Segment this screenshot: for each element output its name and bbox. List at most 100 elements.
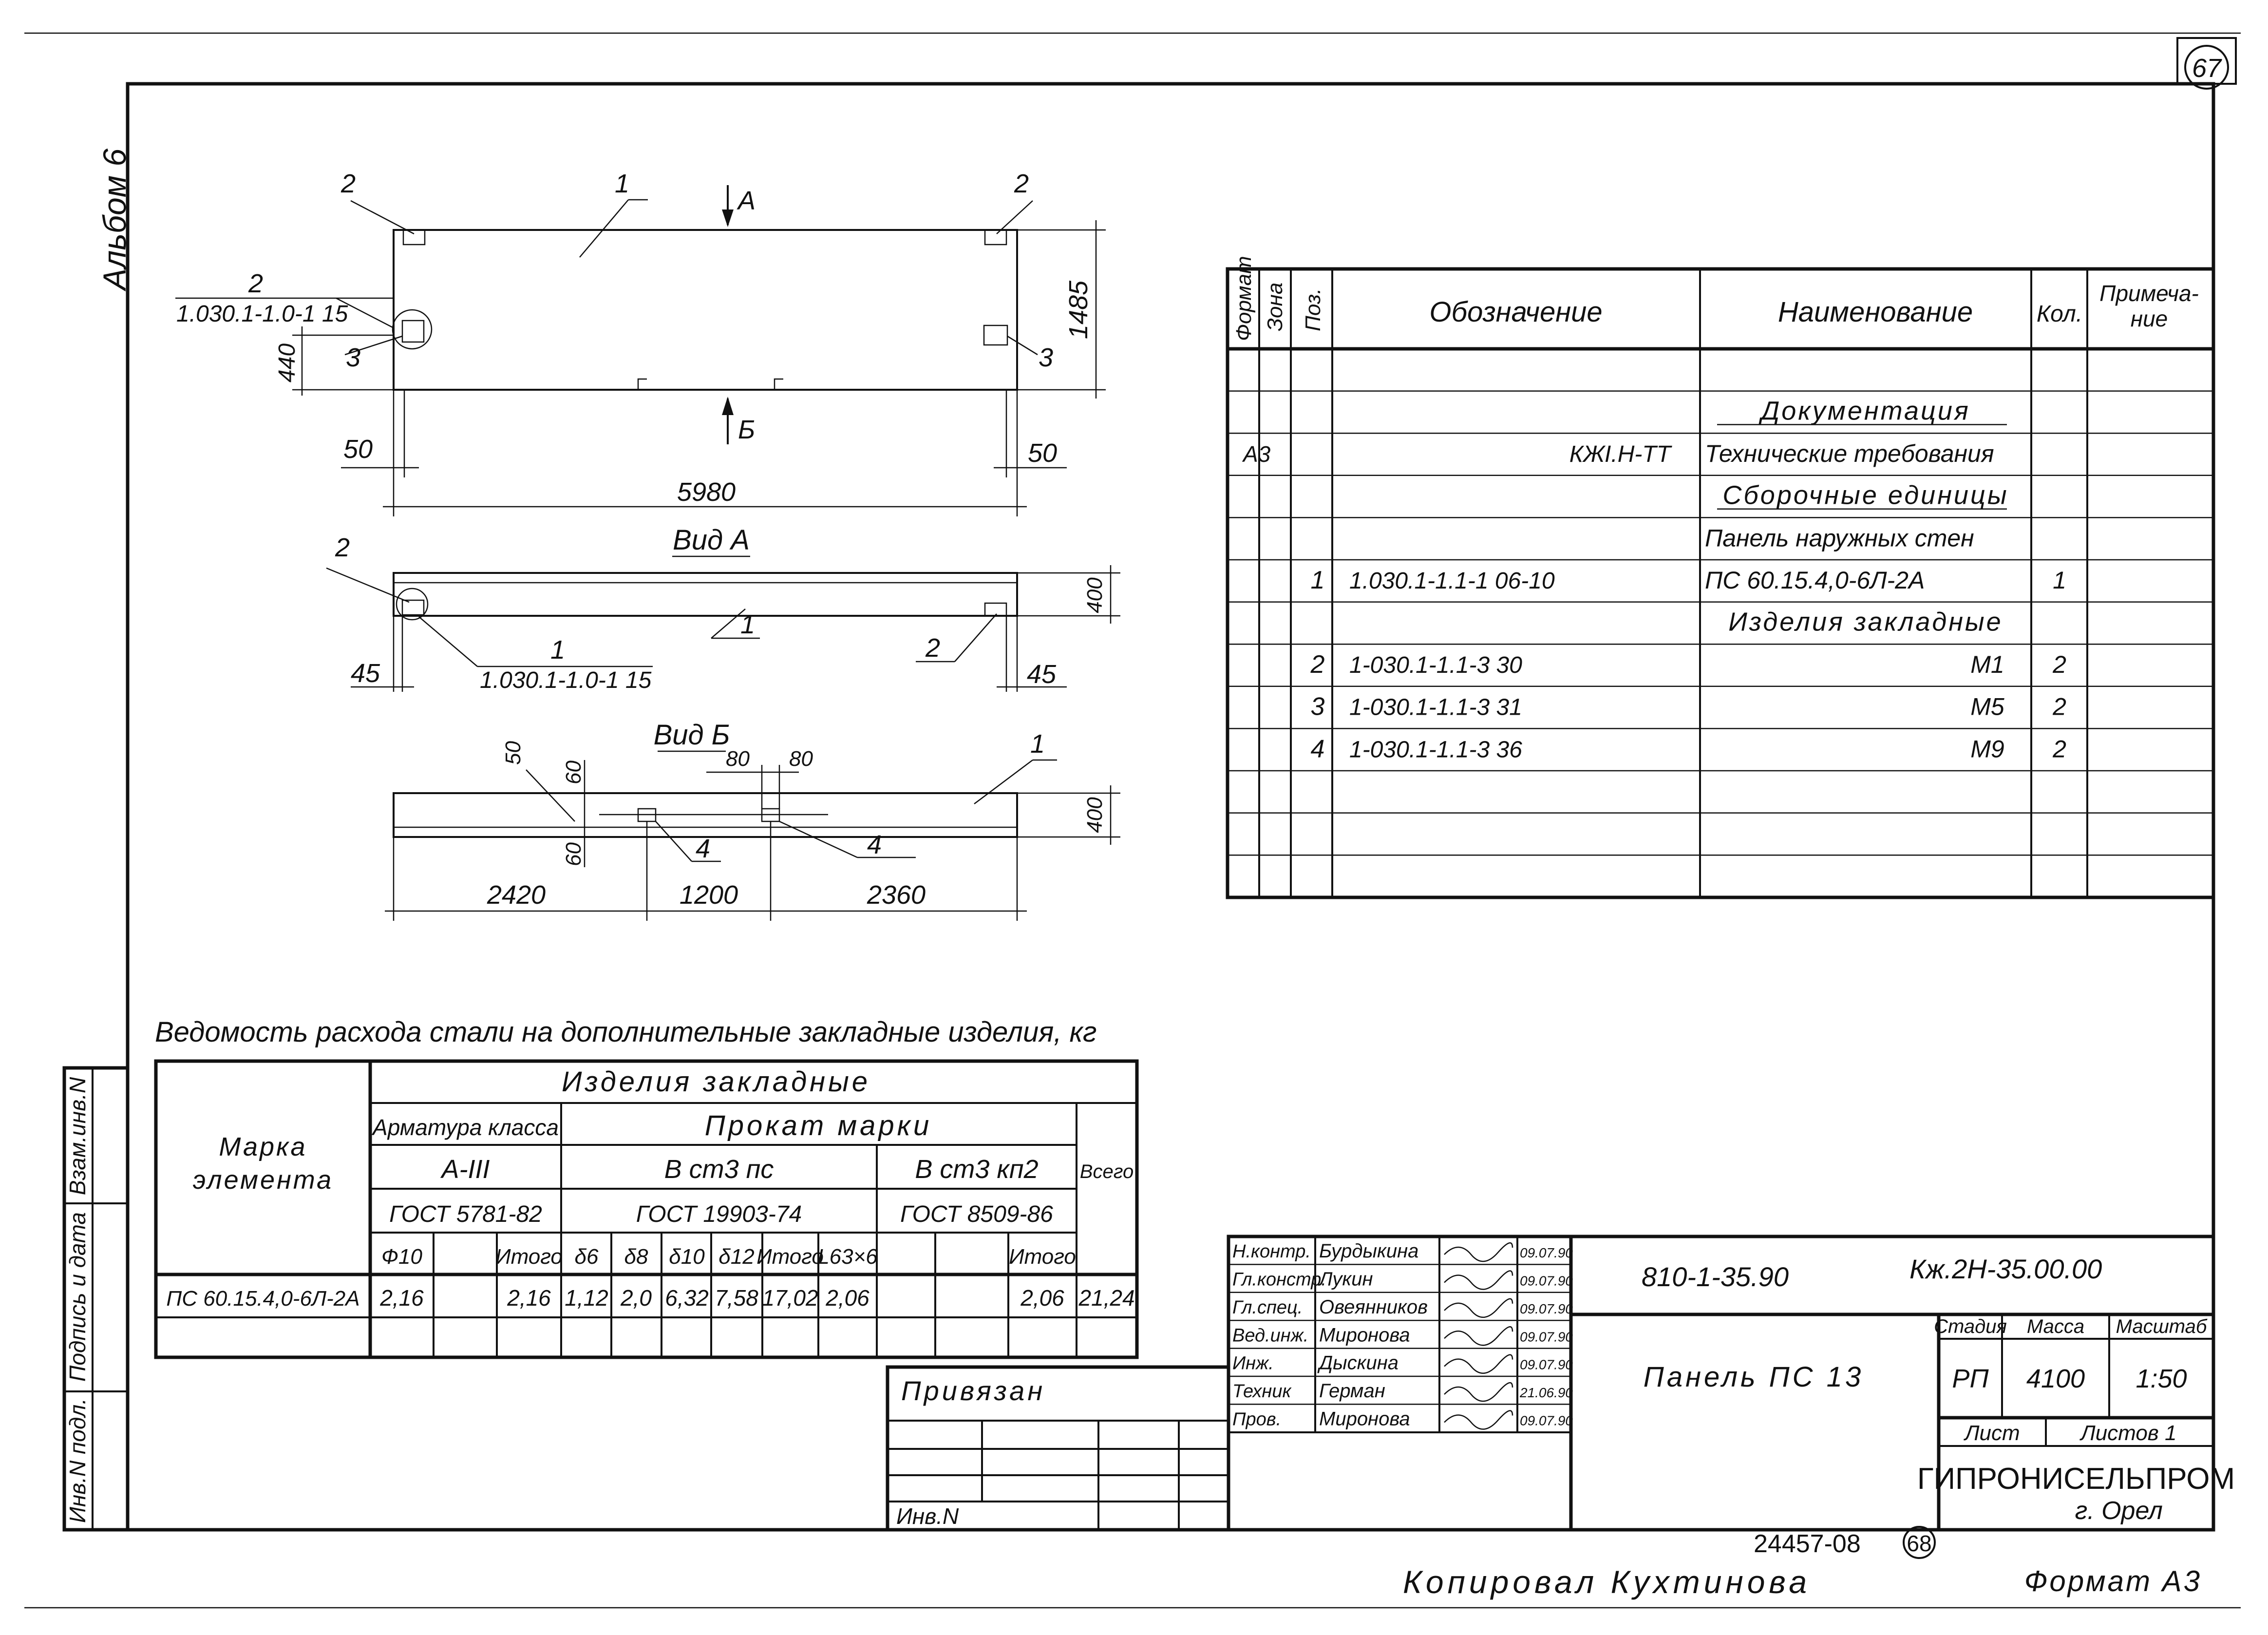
spec-cell-pos: 2 bbox=[1310, 650, 1325, 679]
steel-total-head: Всего bbox=[1080, 1161, 1134, 1182]
label-3-left: 3 bbox=[346, 343, 360, 372]
footer-copied: Копировал Кухтинова bbox=[1403, 1564, 1811, 1600]
steel-sub-header: Ф10 bbox=[381, 1245, 422, 1269]
role-name: Бурдыкина bbox=[1319, 1240, 1418, 1262]
spec-cell-name: Панель наружных стен bbox=[1705, 524, 1974, 551]
signature bbox=[1444, 1326, 1513, 1346]
role-label: Пров. bbox=[1232, 1409, 1281, 1429]
ref-2-leader bbox=[336, 297, 393, 328]
view-b-dim-2360: 2360 bbox=[867, 880, 926, 910]
title-city: г. Орел bbox=[2075, 1497, 2163, 1525]
role-name: Овеянников bbox=[1319, 1296, 1428, 1318]
view-a-label-2-left: 2 bbox=[335, 533, 350, 562]
role-date: 21.06.90 bbox=[1519, 1385, 1573, 1400]
role-date: 09.07.90 bbox=[1520, 1357, 1573, 1372]
steel-table-frame bbox=[154, 1059, 1139, 1359]
embed-3-left bbox=[401, 320, 425, 343]
spec-cell-qty: 2 bbox=[2052, 693, 2066, 721]
view-a-leader-2-left bbox=[326, 567, 410, 603]
signature bbox=[1444, 1270, 1513, 1290]
steel-table-title: Ведомость расхода стали на дополнительны… bbox=[155, 1016, 1096, 1048]
steel-sub-header: δ12 bbox=[718, 1245, 754, 1269]
spec-head-designation: Обозначение bbox=[1429, 296, 1602, 328]
signature bbox=[1444, 1242, 1513, 1262]
title-mass: 4100 bbox=[2026, 1364, 2085, 1393]
title-sheet-label: Лист bbox=[1963, 1421, 2020, 1445]
view-a-ref-1: 1 bbox=[550, 635, 565, 665]
view-a-embed-right bbox=[984, 602, 1007, 617]
title-scale: 1:50 bbox=[2136, 1364, 2187, 1393]
spec-cell-pos: 4 bbox=[1311, 735, 1325, 763]
signature bbox=[1444, 1382, 1513, 1402]
role-name: Дыскина bbox=[1317, 1352, 1399, 1374]
role-name: Миронова bbox=[1319, 1408, 1410, 1429]
view-a-title: Вид А bbox=[673, 524, 750, 556]
view-a-outline bbox=[393, 572, 1018, 617]
dim-1485: 1485 bbox=[1064, 280, 1093, 339]
title-stage-label: Стадия bbox=[1934, 1316, 2007, 1337]
side-stamp-replace: Взам.инв.N bbox=[65, 1077, 90, 1195]
dim-50-left: 50 bbox=[343, 435, 373, 464]
steel-gost-1: ГОСТ 5781-82 bbox=[389, 1201, 542, 1227]
footer-number: 24457-08 bbox=[1754, 1530, 1861, 1558]
title-org: ГИПРОНИСЕЛЬПРОМ bbox=[1917, 1462, 2235, 1496]
steel-grade-1: В ст3 пс bbox=[664, 1155, 774, 1184]
steel-row-total: 21,24 bbox=[1078, 1285, 1134, 1311]
role-name: Миронова bbox=[1319, 1324, 1410, 1346]
signature bbox=[1444, 1298, 1513, 1318]
spec-cell-designation: 1-030.1-1.1-3 36 bbox=[1349, 737, 1522, 762]
steel-value: 2,0 bbox=[620, 1285, 652, 1311]
steel-sub-header: Итого bbox=[495, 1245, 563, 1269]
view-b-dim-2420: 2420 bbox=[487, 880, 546, 910]
role-label: Вед.инж. bbox=[1232, 1325, 1308, 1346]
steel-value: 1,12 bbox=[565, 1285, 608, 1311]
footer-circle-num: 68 bbox=[1907, 1531, 1931, 1556]
role-date: 09.07.90 bbox=[1520, 1413, 1573, 1428]
steel-mark-1: Марка bbox=[219, 1132, 307, 1161]
role-date: 09.07.90 bbox=[1520, 1301, 1573, 1316]
view-b-dim-1200: 1200 bbox=[680, 880, 738, 910]
spec-cell-qty: 1 bbox=[2053, 567, 2066, 594]
view-b-dim-60-bottom: 60 bbox=[562, 842, 586, 866]
title-block-frame bbox=[1227, 1235, 2215, 1532]
side-stamp-sign: Подпись и дата bbox=[65, 1212, 90, 1382]
view-b-dim-50-leader bbox=[526, 769, 575, 822]
spec-head-qty: Кол. bbox=[2037, 301, 2082, 327]
steel-armature: Арматура класса bbox=[371, 1115, 559, 1140]
view-b-leader-4b bbox=[779, 820, 858, 858]
spec-cell-format: А3 bbox=[1242, 441, 1271, 467]
view-a-label-2-right: 2 bbox=[925, 633, 940, 663]
spec-cell-name: Технические требования bbox=[1705, 440, 1994, 467]
spec-head-format: Формат bbox=[1232, 256, 1256, 341]
steel-value: 2,16 bbox=[507, 1285, 551, 1311]
dim-5980: 5980 bbox=[677, 477, 736, 507]
page-number-circle bbox=[2184, 45, 2229, 90]
plan-view: 2 2 1 А Б 2 1.030.1-1.0-1 15 3 3 440 148… bbox=[175, 169, 1106, 516]
role-label: Н.контр. bbox=[1232, 1241, 1311, 1262]
spec-cell-name: М9 bbox=[1970, 735, 2004, 762]
steel-sub-header: Итого bbox=[1009, 1245, 1076, 1269]
view-a-ref-1-leader bbox=[418, 616, 478, 667]
steel-sub-header: L63×6 bbox=[817, 1245, 878, 1269]
view-a-ref-1-code: 1.030.1-1.0-1 15 bbox=[480, 667, 652, 693]
steel-gost-2: ГОСТ 19903-74 bbox=[636, 1201, 802, 1227]
steel-group: Изделия закладные bbox=[562, 1066, 870, 1098]
spec-head-pos: Поз. bbox=[1301, 288, 1325, 331]
spec-cell-name: Документация bbox=[1758, 396, 1970, 425]
steel-sub-header: δ8 bbox=[624, 1245, 648, 1269]
spec-cell-name: Сборочные единицы bbox=[1722, 481, 2008, 510]
side-stamp: Инв.N подл. Подпись и дата Взам.инв.N bbox=[62, 1066, 130, 1532]
steel-value: 2,06 bbox=[825, 1285, 869, 1311]
tie-label: Привязан bbox=[901, 1375, 1045, 1406]
steel-gost-3: ГОСТ 8509-86 bbox=[900, 1201, 1053, 1227]
view-b-dim-400: 400 bbox=[1083, 797, 1107, 833]
view-a-embed-left bbox=[401, 599, 425, 616]
embed-3-right bbox=[983, 324, 1008, 346]
view-b-outline bbox=[393, 792, 1018, 838]
title-sheets-label: Листов 1 bbox=[2079, 1421, 2177, 1445]
steel-value: 6,32 bbox=[665, 1285, 709, 1311]
